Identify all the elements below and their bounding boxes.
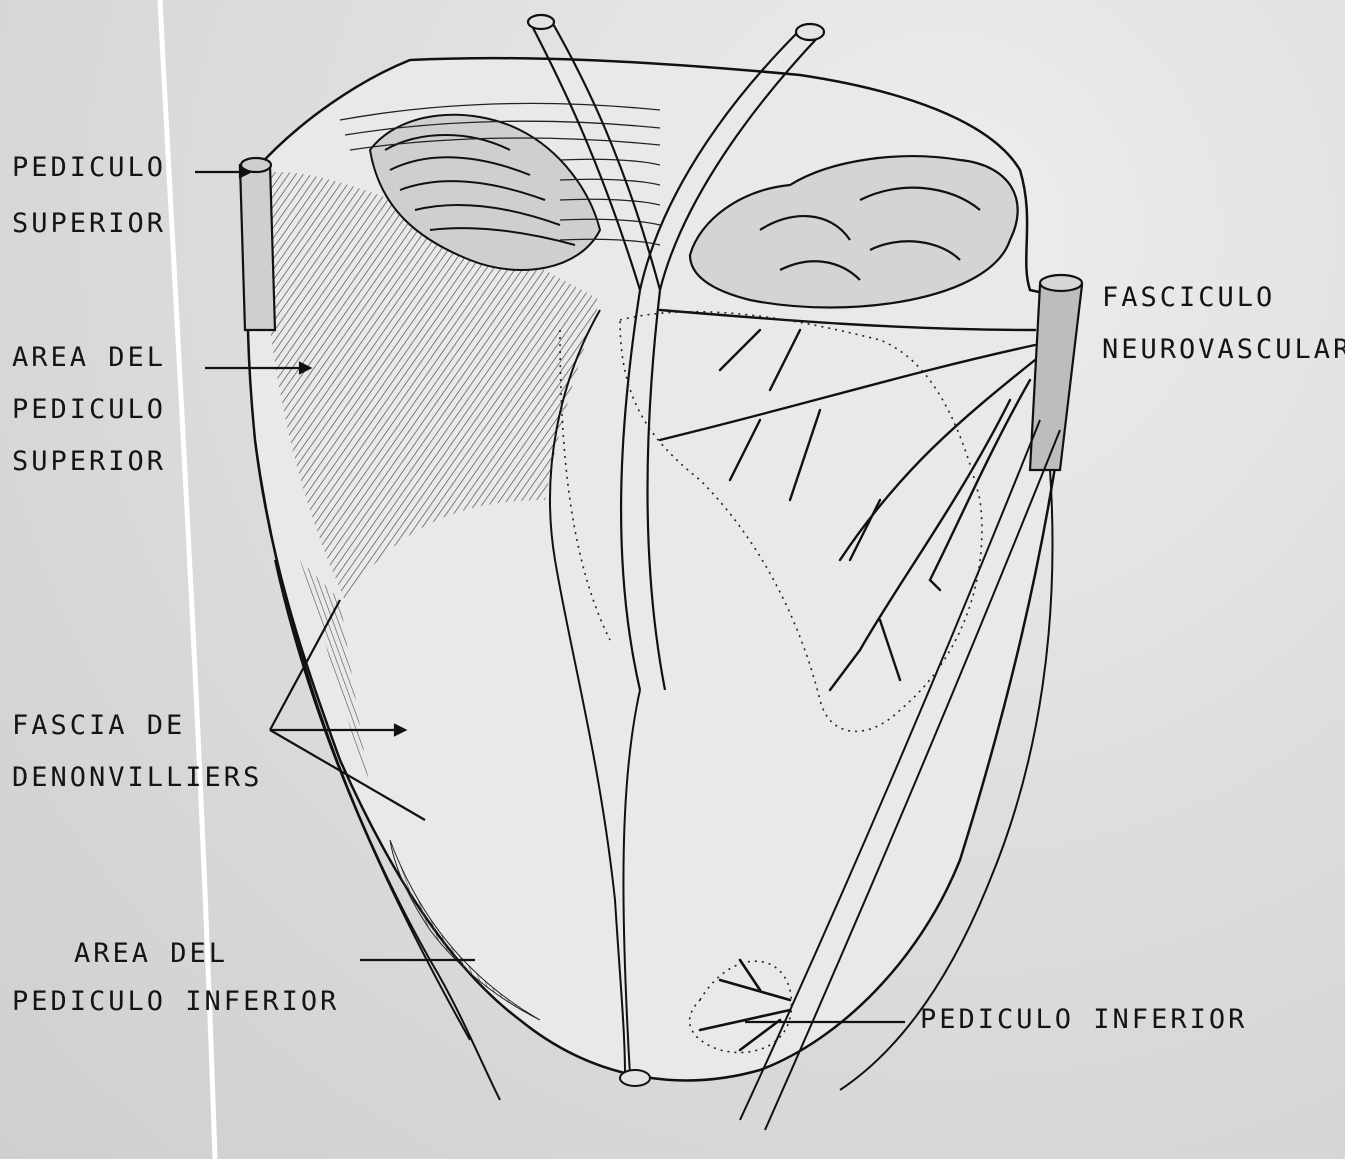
label-line: PEDICULO — [12, 140, 166, 196]
label-area-del-pediculo-inferior: AREA DEL PEDICULO INFERIOR — [12, 930, 339, 1026]
label-area-del-pediculo-superior: AREA DEL PEDICULO SUPERIOR — [12, 332, 166, 488]
label-pediculo-inferior: PEDICULO INFERIOR — [920, 994, 1247, 1046]
label-line: FASCIA DE — [12, 700, 262, 752]
label-fasciculo-neurovascular: FASCICULO NEUROVASCULAR — [1102, 272, 1345, 376]
superior-pedicle-stump — [240, 158, 275, 330]
label-line: FASCICULO — [1102, 272, 1345, 324]
label-line: SUPERIOR — [12, 436, 166, 488]
leader-pediculo-superior — [195, 167, 250, 177]
label-line: NEUROVASCULAR — [1102, 324, 1345, 376]
label-pediculo-superior: PEDICULO SUPERIOR — [12, 140, 166, 252]
label-line: DENONVILLIERS — [12, 752, 262, 804]
label-fascia-de-denonvilliers: FASCIA DE DENONVILLIERS — [12, 700, 262, 804]
label-line: AREA DEL — [12, 332, 166, 384]
label-line: PEDICULO — [12, 384, 166, 436]
label-line: PEDICULO INFERIOR — [12, 978, 339, 1026]
label-line: SUPERIOR — [12, 196, 166, 252]
label-line: AREA DEL — [12, 930, 339, 978]
